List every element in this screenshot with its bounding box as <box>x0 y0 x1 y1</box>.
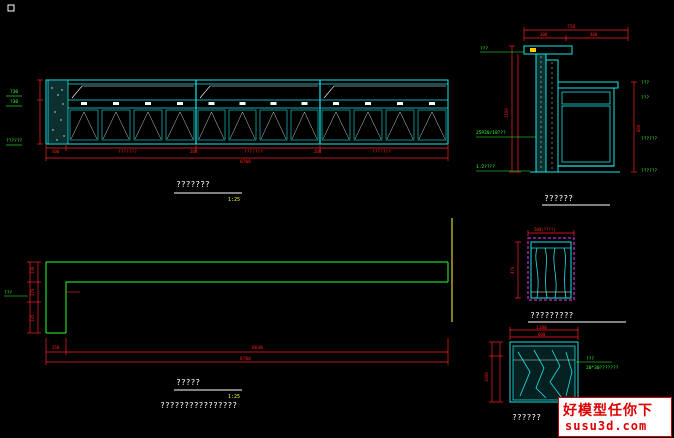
elev-seg-1: 500 <box>52 149 60 154</box>
drawer-handle <box>365 102 371 105</box>
counter-section <box>523 45 620 173</box>
plan-subtitle: ???????????????? <box>160 401 237 410</box>
drawer-handle <box>81 102 87 105</box>
section-rlabel-4: ?????? <box>641 168 658 174</box>
door-swing-line <box>229 111 256 140</box>
detail1-side-dim: 470 <box>510 266 515 274</box>
detail1-title: ????????? <box>530 311 574 320</box>
section-height-2: 880 <box>636 124 641 132</box>
section-title: ?????? <box>544 194 573 203</box>
drawer-handle <box>397 102 403 105</box>
watermark-slogan: 好模型任你下 <box>563 403 653 419</box>
drawer-handle <box>113 102 119 105</box>
watermark-domain: susu3d.com <box>565 419 648 433</box>
detail2-dimensions <box>489 327 579 403</box>
section-rlabel-3: ?????? <box>641 136 658 142</box>
drawer-handle <box>333 102 339 105</box>
site-watermark: 好模型任你下 susu3d.com <box>558 397 672 437</box>
detail1-dimensions <box>515 230 575 299</box>
elev-seg-2: 200 <box>190 149 198 154</box>
detail2-label-1: ??? <box>586 356 594 362</box>
drawer-handle <box>208 102 215 105</box>
section-height-1: 1100 <box>504 108 509 118</box>
detail2-title: ?????? <box>512 413 541 422</box>
cabinet-door <box>69 109 99 141</box>
cabinet-door <box>228 109 257 141</box>
door-swing-line <box>166 111 194 140</box>
elev-label-2: ??????? <box>244 149 263 155</box>
door-swing-line <box>70 111 98 140</box>
detail2-width-dim: 600 <box>538 332 546 337</box>
detail-elevation-1 <box>527 237 575 301</box>
plan-inner-dim: 8640 <box>252 345 263 351</box>
drawer-handle <box>177 102 183 105</box>
plan-dimensions <box>27 261 449 365</box>
elevation-title: ??????? <box>176 180 210 189</box>
viewport-marker <box>7 4 15 12</box>
plan-overall-dim: 8700 <box>240 356 251 362</box>
elev-level-3: ?????? <box>6 138 23 144</box>
door-swing-line <box>418 111 446 140</box>
cabinet-door <box>101 109 131 141</box>
door-swing-line <box>134 111 162 140</box>
detail-elevation-2 <box>509 341 579 403</box>
plan-vdim-1: 130 <box>30 266 35 274</box>
plan-view <box>45 218 453 334</box>
elevation-dimensions <box>37 79 449 161</box>
drawer-handle <box>301 102 308 105</box>
elev-label-3: ??????? <box>372 149 391 155</box>
plan-scale: 1:25 <box>228 394 240 400</box>
cabinet-door <box>290 109 319 141</box>
cabinet-door <box>259 109 288 141</box>
section-dim-right: 400 <box>590 32 598 37</box>
detail2-label-2: 20*30??????? <box>586 365 619 371</box>
cabinet-door <box>321 109 351 141</box>
door-swing-line <box>102 111 130 140</box>
plan-offset-dim: 350 <box>52 345 60 350</box>
cabinet-door <box>417 109 447 141</box>
section-top-dim: 750 <box>567 24 575 30</box>
cabinet-door <box>385 109 415 141</box>
cabinet-door <box>353 109 383 141</box>
door-swing-line <box>354 111 382 140</box>
cabinet-door <box>197 109 226 141</box>
cabinet-door <box>165 109 195 141</box>
door-swing-line <box>198 111 225 140</box>
plan-title: ????? <box>176 378 200 387</box>
cabinet-panels <box>69 102 447 141</box>
section-dimensions <box>509 27 637 173</box>
section-label-2: 25P20/18??? <box>476 130 506 136</box>
elev-overall-dim: 8700 <box>240 159 251 165</box>
door-swing-line <box>322 111 350 140</box>
plan-left-label: ??? <box>4 290 12 296</box>
detail2-height-dim: 1000 <box>484 372 489 382</box>
door-swing-line <box>260 111 287 140</box>
drawer-handle <box>239 102 246 105</box>
elev-level-1: ?30 <box>10 89 18 95</box>
front-elevation <box>45 79 449 145</box>
drawer-handle <box>145 102 151 105</box>
elev-level-2: ?30 <box>10 99 18 105</box>
detail1-top-dim: 500(????) <box>534 227 556 232</box>
cabinet-door <box>133 109 163 141</box>
drawer-handle <box>429 102 435 105</box>
elev-seg-3: 200 <box>314 149 322 154</box>
section-rlabel-1: ??? <box>641 80 649 86</box>
plan-vdim-2: 270 <box>30 288 35 296</box>
elev-label-1: ??????? <box>118 149 137 155</box>
section-dim-left: 300 <box>540 32 548 37</box>
door-swing-line <box>386 111 414 140</box>
drawer-handle <box>270 102 277 105</box>
hatch-pattern <box>51 87 65 141</box>
detail2-top-dim: 1180 <box>536 325 547 331</box>
section-rlabel-2: ??? <box>641 95 649 101</box>
plan-vdim-3: 135 <box>30 314 35 322</box>
section-label-1: ??? <box>480 46 488 52</box>
door-swing-line <box>291 111 318 140</box>
elevation-scale: 1:25 <box>228 197 240 203</box>
section-label-3: 1.2???? <box>476 164 495 170</box>
